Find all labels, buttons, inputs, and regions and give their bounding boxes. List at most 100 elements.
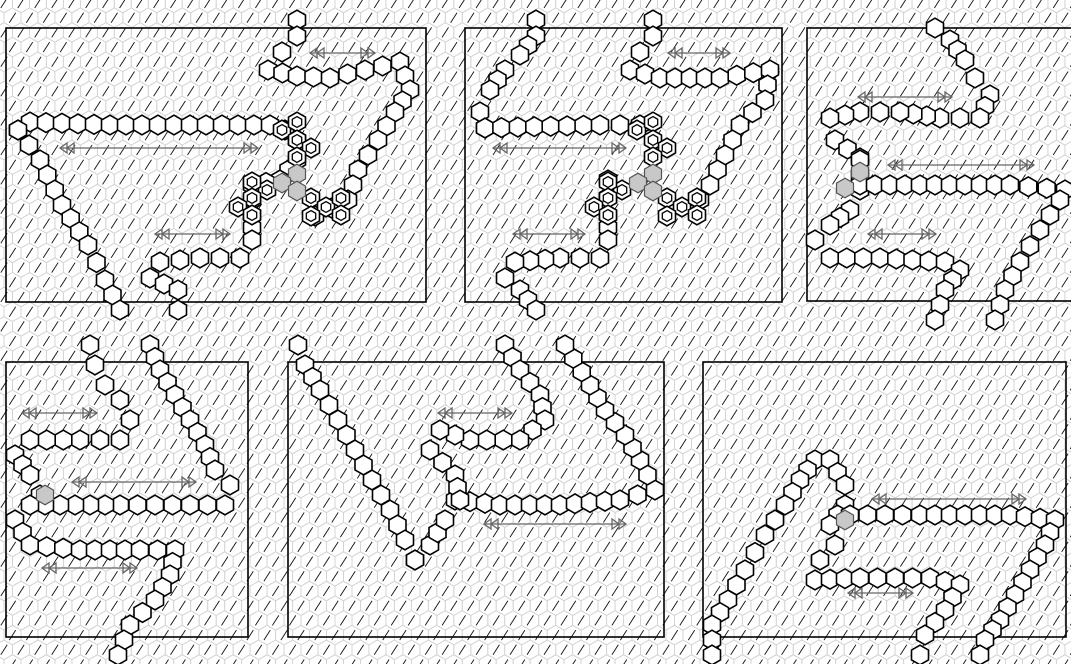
lattice-dash xyxy=(697,145,703,155)
lattice-dash xyxy=(705,42,711,52)
lattice-dash xyxy=(52,0,58,8)
lattice-dash xyxy=(960,395,966,405)
lattice-dash xyxy=(272,292,278,302)
lattice-dash xyxy=(86,204,92,214)
lattice-dash xyxy=(1002,27,1008,37)
lattice-dash xyxy=(128,277,134,287)
lattice-dash xyxy=(773,13,779,23)
lattice-dash xyxy=(179,336,185,346)
lattice-dash xyxy=(18,351,24,361)
lattice-dash xyxy=(960,219,966,229)
lattice-dash xyxy=(468,307,474,317)
lattice-dash xyxy=(171,439,177,449)
lattice-dash xyxy=(824,336,830,346)
lattice-dash xyxy=(756,277,762,287)
lattice-dash xyxy=(773,160,779,170)
lattice-dash xyxy=(476,380,482,390)
lattice-dash xyxy=(561,145,567,155)
lattice-dash xyxy=(544,0,550,8)
lattice-dash xyxy=(493,0,499,8)
lattice-dash xyxy=(222,0,228,8)
lattice-dash xyxy=(247,160,253,170)
lattice-dash xyxy=(527,468,533,478)
lattice-dash xyxy=(145,189,151,199)
lattice-dash xyxy=(892,277,898,287)
lattice-dash xyxy=(120,57,126,67)
lattice-dash xyxy=(442,321,448,331)
lattice-dash xyxy=(476,468,482,478)
lattice-dash xyxy=(705,454,711,464)
lattice-dash xyxy=(188,57,194,67)
lattice-dash xyxy=(357,498,363,508)
lattice-dash xyxy=(884,439,890,449)
lattice-dash xyxy=(111,101,117,111)
lattice-dash xyxy=(934,145,940,155)
lattice-dash xyxy=(171,0,177,8)
lattice-dash xyxy=(238,321,244,331)
lattice-dash xyxy=(340,292,346,302)
lattice-dash xyxy=(739,454,745,464)
lattice-dash xyxy=(960,13,966,23)
lattice-dash xyxy=(289,321,295,331)
lattice-dash xyxy=(476,0,482,8)
lattice-dash xyxy=(510,27,516,37)
lattice-dash xyxy=(315,483,321,493)
lattice-dash xyxy=(1062,395,1068,405)
lattice-dash xyxy=(977,454,983,464)
lattice-dash xyxy=(52,27,58,37)
lattice-dash xyxy=(994,483,1000,493)
lattice-dash xyxy=(722,454,728,464)
lattice-dash xyxy=(646,204,652,214)
lattice-dash xyxy=(272,27,278,37)
lattice-dash xyxy=(77,189,83,199)
lattice-hex xyxy=(1056,331,1071,351)
lattice-dash xyxy=(468,277,474,287)
lattice-dash xyxy=(281,454,287,464)
lattice-dash xyxy=(1036,468,1042,478)
lattice-dash xyxy=(77,277,83,287)
lattice-dash xyxy=(171,321,177,331)
lattice-dash xyxy=(884,57,890,67)
lattice-dash xyxy=(391,321,397,331)
lattice-dash xyxy=(459,527,465,537)
lattice-dash xyxy=(900,145,906,155)
lattice-dash xyxy=(586,13,592,23)
lattice-dash xyxy=(120,380,126,390)
lattice-dash xyxy=(451,307,457,317)
lattice-dash xyxy=(951,468,957,478)
lattice-dash xyxy=(799,380,805,390)
lattice-dash xyxy=(867,410,873,420)
lattice-dash xyxy=(722,424,728,434)
lattice-dash xyxy=(731,233,737,243)
lattice-dash xyxy=(917,468,923,478)
lattice-dash xyxy=(340,116,346,126)
lattice-dash xyxy=(816,27,822,37)
lattice-dash xyxy=(417,424,423,434)
lattice-dash xyxy=(9,424,15,434)
lattice-dash xyxy=(1019,321,1025,331)
lattice-dash xyxy=(875,454,881,464)
lattice-dash xyxy=(671,366,677,376)
lattice-dash xyxy=(400,483,406,493)
lattice-dash xyxy=(69,292,75,302)
lattice-dash xyxy=(238,527,244,537)
lattice-hex xyxy=(963,0,980,13)
lattice-dash xyxy=(281,101,287,111)
lattice-dash xyxy=(417,366,423,376)
lattice-dash xyxy=(858,395,864,405)
lattice-dash xyxy=(799,233,805,243)
lattice-dash xyxy=(213,219,219,229)
lattice-dash xyxy=(586,483,592,493)
lattice-dash xyxy=(943,72,949,82)
lattice-dash xyxy=(519,189,525,199)
lattice-dash xyxy=(128,513,134,523)
lattice-dash xyxy=(315,424,321,434)
lattice-dash xyxy=(272,527,278,537)
lattice-dash xyxy=(748,321,754,331)
lattice-dash xyxy=(120,263,126,273)
lattice-dash xyxy=(790,395,796,405)
lattice-dash xyxy=(111,42,117,52)
lattice-dash xyxy=(264,336,270,346)
lattice-dash xyxy=(671,160,677,170)
